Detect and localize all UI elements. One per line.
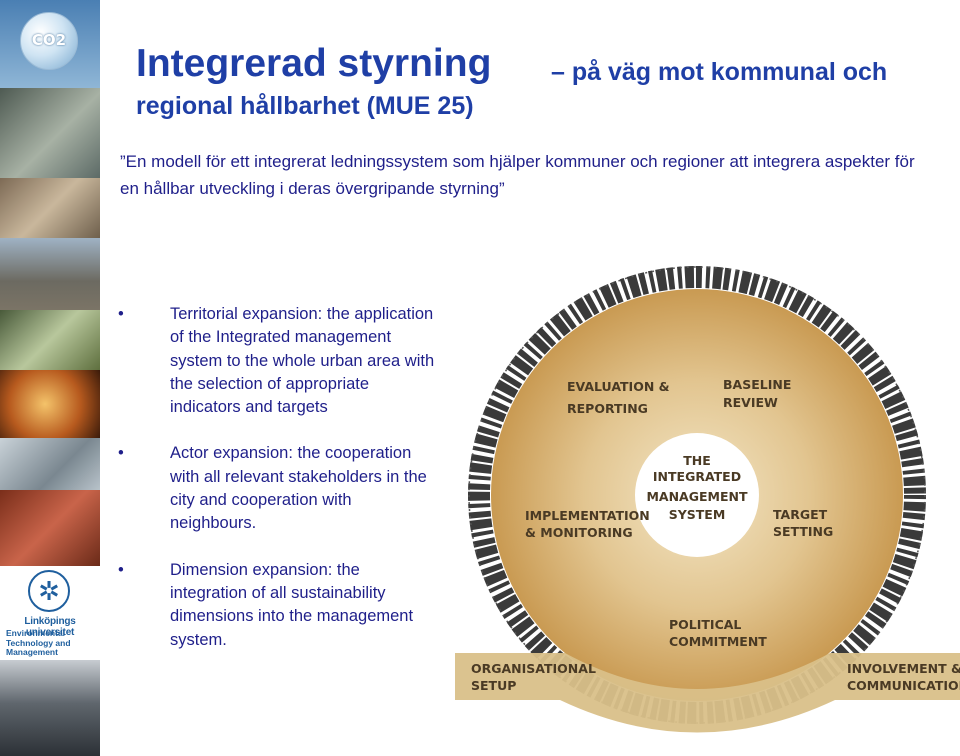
university-emblem-icon: ✲ <box>28 570 70 612</box>
bullet-list: • Territorial expansion: the application … <box>118 303 436 675</box>
bullet-dimension: • Dimension expansion: the integration of… <box>118 559 436 652</box>
city-skyline-ring <box>468 266 926 724</box>
involvement-label-line2: COMMUNICATION <box>847 678 960 693</box>
center-label-line2: INTEGRATED <box>653 469 741 484</box>
organisational-label-line1: ORGANISATIONAL <box>471 661 596 676</box>
target-label-line1: TARGET <box>773 507 828 522</box>
evaluation-label-line1: EVALUATION & <box>567 379 670 394</box>
bullet-text: Dimension expansion: the integration of … <box>170 560 414 649</box>
department-name: Environmental Technology and Management <box>6 628 71 657</box>
brick-photo <box>0 490 100 566</box>
bullet-text: Actor expansion: the cooperation with al… <box>170 444 427 533</box>
center-label-line3: MANAGEMENT <box>646 489 747 504</box>
evaluation-label-line2: REPORTING <box>567 401 648 416</box>
meeting-photo <box>0 178 100 238</box>
integrated-management-diagram: THE INTEGRATED MANAGEMENT SYSTEM EVALUAT… <box>455 266 960 733</box>
baseline-label-line1: BASELINE <box>723 377 791 392</box>
bullet-actor: • Actor expansion: the cooperation with a… <box>118 442 436 535</box>
political-label-line2: COMMITMENT <box>669 634 767 649</box>
center-label-line4: SYSTEM <box>669 507 726 522</box>
bottom-banner <box>455 653 960 733</box>
page-title: Integrerad styrning <box>136 42 492 85</box>
organisational-label-line2: SETUP <box>471 678 516 693</box>
sky-photo: CO2 <box>0 0 100 88</box>
glass-photo <box>0 310 100 370</box>
pipe-photo <box>0 438 100 490</box>
university-logo: ✲ Linköpings universitet Environmental T… <box>0 566 100 660</box>
bullet-text: Territorial expansion: the application o… <box>170 305 435 417</box>
bullet-mark: • <box>118 444 124 463</box>
construction-photo <box>0 238 100 310</box>
page-subtitle-line2: regional hållbarhet (MUE 25) <box>136 92 474 120</box>
co2-label: CO2 <box>31 31 67 49</box>
bullet-mark: • <box>118 560 124 579</box>
center-label-line1: THE <box>683 453 711 468</box>
involvement-label-line1: INVOLVEMENT & <box>847 661 960 676</box>
university-name: Linköpings universitet <box>24 616 76 638</box>
implementation-label-line2: & MONITORING <box>525 525 633 540</box>
co2-bubble-icon: CO2 <box>20 12 78 70</box>
center-circle <box>635 433 759 557</box>
photo-sidebar: CO2 ✲ Linköpings universitet Environment… <box>0 0 100 756</box>
hands-photo <box>0 370 100 438</box>
target-label-line2: SETTING <box>773 524 833 539</box>
political-label-line1: POLITICAL <box>669 617 741 632</box>
implementation-label-line1: IMPLEMENTATION <box>525 508 650 523</box>
bullet-mark: • <box>118 305 124 323</box>
solar-panel-photo <box>0 660 100 756</box>
model-description-quote: ”En modell för ett integrerat ledningssy… <box>120 152 915 198</box>
baseline-label-line2: REVIEW <box>723 395 778 410</box>
bullet-territorial: • Territorial expansion: the application … <box>118 303 436 419</box>
page-subtitle: – på väg mot kommunal och <box>551 58 888 86</box>
lab-photo <box>0 88 100 178</box>
